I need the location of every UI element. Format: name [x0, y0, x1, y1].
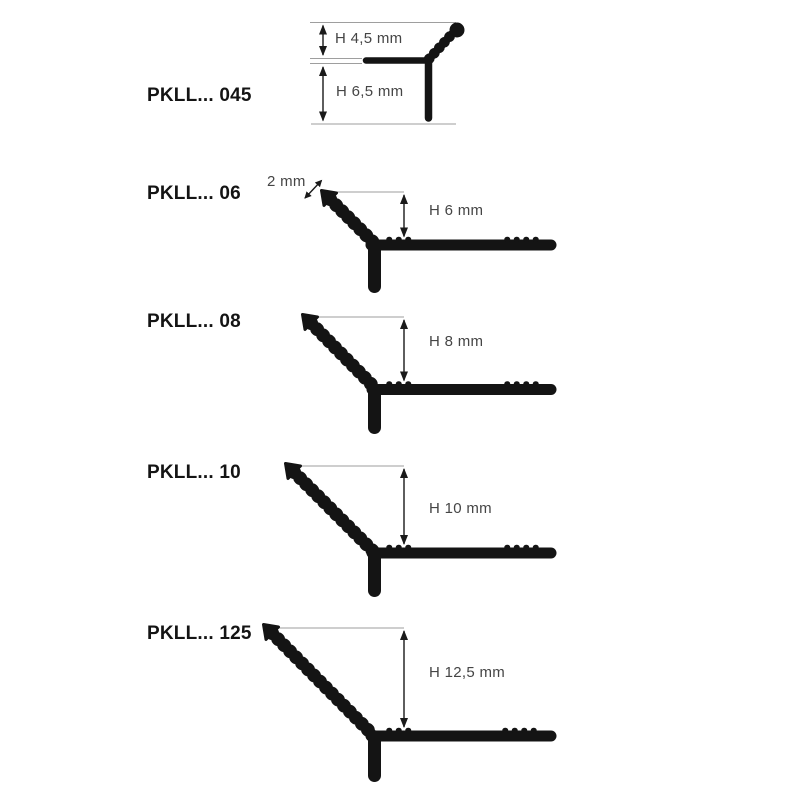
dimension-text-edge-06: 2 mm	[267, 173, 306, 190]
dimension-text-height-125: H 12,5 mm	[429, 664, 506, 681]
profile-diagonal-knurl	[423, 28, 458, 65]
profile-label-pkll-08: PKLL... 08	[147, 311, 241, 332]
profile-diagonal-knurl	[265, 626, 379, 741]
edge-dimension-arrow	[304, 179, 323, 199]
profile-diagonal-knurl	[287, 465, 380, 558]
dimension-text-lower-height-045: H 6,5 mm	[336, 83, 404, 100]
profile-drawing-pkll-045	[310, 21, 465, 125]
profile-drawing-pkll-10	[284, 462, 557, 597]
dimension-text-height-06: H 6 mm	[429, 202, 484, 219]
profile-drawing-pkll-06	[304, 179, 557, 293]
profile-drawing-pkll-125	[262, 623, 557, 782]
profile-diagonal-knurl	[304, 316, 380, 393]
profile-label-pkll-045: PKLL... 045	[147, 85, 252, 106]
profile-label-pkll-10: PKLL... 10	[147, 462, 241, 483]
profile-label-pkll-125: PKLL... 125	[147, 623, 252, 644]
dimension-text-height-10: H 10 mm	[429, 500, 492, 517]
dimension-text-upper-height-045: H 4,5 mm	[335, 30, 403, 47]
dimension-text-height-08: H 8 mm	[429, 333, 484, 350]
profile-drawing-pkll-08	[301, 313, 557, 434]
profile-tip	[449, 22, 465, 38]
profile-diagonal-knurl	[323, 192, 380, 249]
profile-label-pkll-06: PKLL... 06	[147, 183, 241, 204]
